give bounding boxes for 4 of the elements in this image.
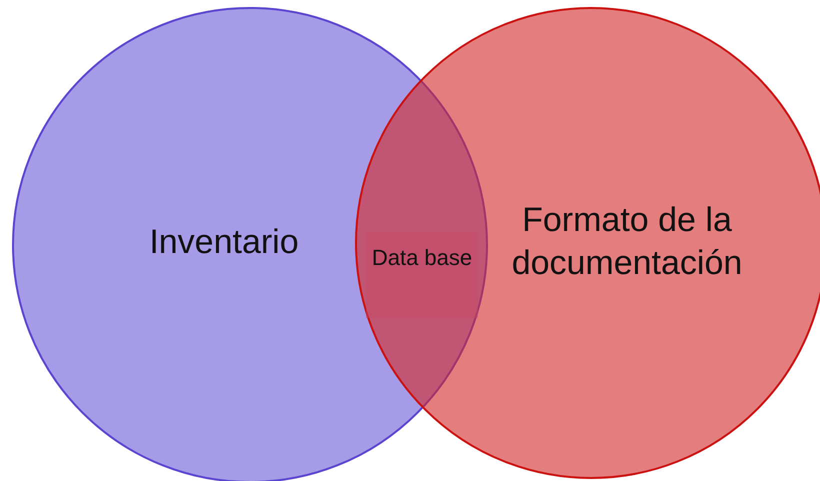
set-label: Formato de la documentación (510, 200, 744, 284)
set-label: Inventario (148, 222, 300, 263)
overlap-region (366, 232, 478, 318)
intersection-label: Data base (370, 244, 474, 272)
